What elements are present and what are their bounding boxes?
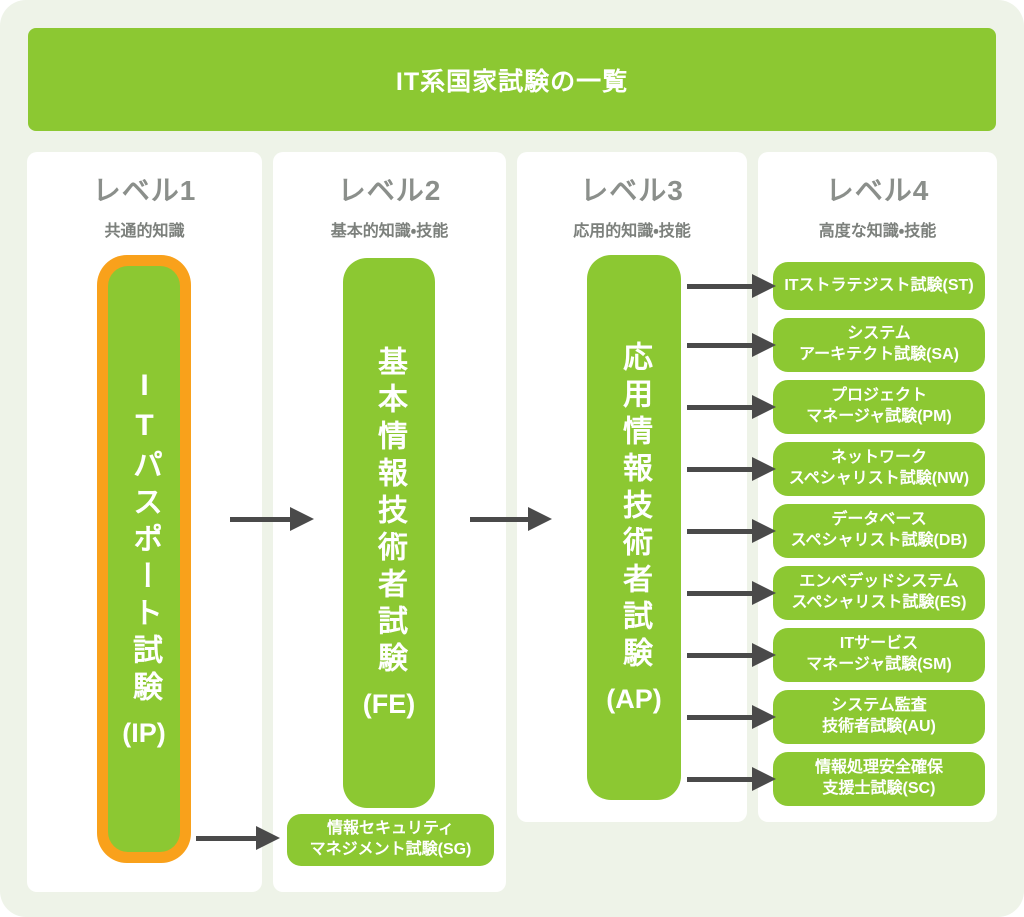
level2-subtitle: 基本的知識・技能 <box>330 223 449 240</box>
exam-sa-box: システム アーキテクト試験(SA) <box>773 318 985 372</box>
exam-sm-line1: ITサービス <box>839 635 919 653</box>
exam-sm-box: ITサービス マネージャ試験(SM) <box>773 628 985 682</box>
exam-es-line1: エンベデッドシステム <box>799 573 959 591</box>
exam-pm-line1: プロジェクト <box>830 387 927 405</box>
exam-sg-box: 情報セキュリティ マネジメント試験(SG) <box>287 814 494 866</box>
arrow-fe-to-ap-icon <box>470 507 552 531</box>
exam-es-line2: スペシャリスト試験(ES) <box>791 594 967 611</box>
exam-au-line2: 技術者試験(AU) <box>822 718 936 735</box>
exam-au-line1: システム監査 <box>831 697 927 715</box>
exam-ip-box: ITパスポート試験 (IP) <box>108 266 180 852</box>
exam-sa-line1: システム <box>847 325 911 343</box>
exam-es-box: エンベデッドシステム スペシャリスト試験(ES) <box>773 566 985 620</box>
level4-exam-list: ITストラテジスト試験(ST) システム アーキテクト試験(SA) プロジェクト… <box>773 262 985 806</box>
exam-sm-line2: マネージャ試験(SM) <box>806 656 952 673</box>
title-banner: IT系国家試験の一覧 <box>28 28 996 131</box>
exam-ap-box: 応用情報技術者試験 (AP) <box>587 255 681 800</box>
exam-sc-line1: 情報処理安全確保 <box>814 759 943 777</box>
exam-st-box: ITストラテジスト試験(ST) <box>773 262 985 310</box>
page-title: IT系国家試験の一覧 <box>395 67 629 96</box>
level3-subtitle: 応用的知識・技能 <box>573 223 691 240</box>
level1-label: レベル1 <box>92 175 197 206</box>
arrow-ap-to-sc-icon <box>687 767 776 791</box>
arrow-ap-to-pm-icon <box>687 395 776 419</box>
exam-db-line1: データベース <box>831 511 927 529</box>
level2-label: レベル2 <box>337 175 442 206</box>
level4-label: レベル4 <box>825 175 930 206</box>
exam-fe-code: (FE) <box>362 689 416 719</box>
exam-sa-line2: アーキテクト試験(SA) <box>799 346 959 363</box>
arrow-ap-to-db-icon <box>687 519 776 543</box>
arrow-ap-to-sm-icon <box>687 643 776 667</box>
arrow-ap-to-nw-icon <box>687 457 776 481</box>
exam-db-line2: スペシャリスト試験(DB) <box>790 532 968 549</box>
exam-pm-box: プロジェクト マネージャ試験(PM) <box>773 380 985 434</box>
level4-subtitle: 高度な知識・技能 <box>818 223 937 240</box>
exam-nw-line1: ネットワーク <box>830 449 927 467</box>
exam-pm-line2: マネージャ試験(PM) <box>806 408 952 425</box>
exam-ap-name: 応用情報技術者試験 <box>618 340 651 674</box>
arrow-ap-to-es-icon <box>687 581 776 605</box>
exam-ip-code: (IP) <box>122 718 166 748</box>
exam-sg-line2: マネジメント試験(SG) <box>309 841 472 858</box>
exam-nw-line2: スペシャリスト試験(NW) <box>788 470 970 487</box>
exam-sc-line2: 支援士試験(SC) <box>822 780 936 797</box>
exam-fe-name: 基本情報技術者試験 <box>373 346 406 679</box>
exam-fe-box: 基本情報技術者試験 (FE) <box>343 258 435 808</box>
exam-ap-code: (AP) <box>606 683 662 714</box>
level1-subtitle: 共通的知識 <box>104 223 185 240</box>
exam-au-box: システム監査 技術者試験(AU) <box>773 690 985 744</box>
exam-ip-name: ITパスポート試験 <box>128 369 161 708</box>
arrow-ap-to-st-icon <box>687 274 776 298</box>
exam-ip-highlight-border: ITパスポート試験 (IP) <box>97 255 191 863</box>
arrow-ip-to-fe-icon <box>230 507 314 531</box>
exam-st-line1: ITストラテジスト試験(ST) <box>784 276 974 294</box>
arrow-ap-to-sa-icon <box>687 333 776 357</box>
exam-sc-box: 情報処理安全確保 支援士試験(SC) <box>773 752 985 806</box>
arrow-ap-to-au-icon <box>687 705 776 729</box>
arrow-ip-to-sg-icon <box>196 826 280 850</box>
exam-nw-box: ネットワーク スペシャリスト試験(NW) <box>773 442 985 496</box>
exam-sg-line1: 情報セキュリティ <box>326 820 455 838</box>
exam-db-box: データベース スペシャリスト試験(DB) <box>773 504 985 558</box>
level3-label: レベル3 <box>580 175 684 206</box>
